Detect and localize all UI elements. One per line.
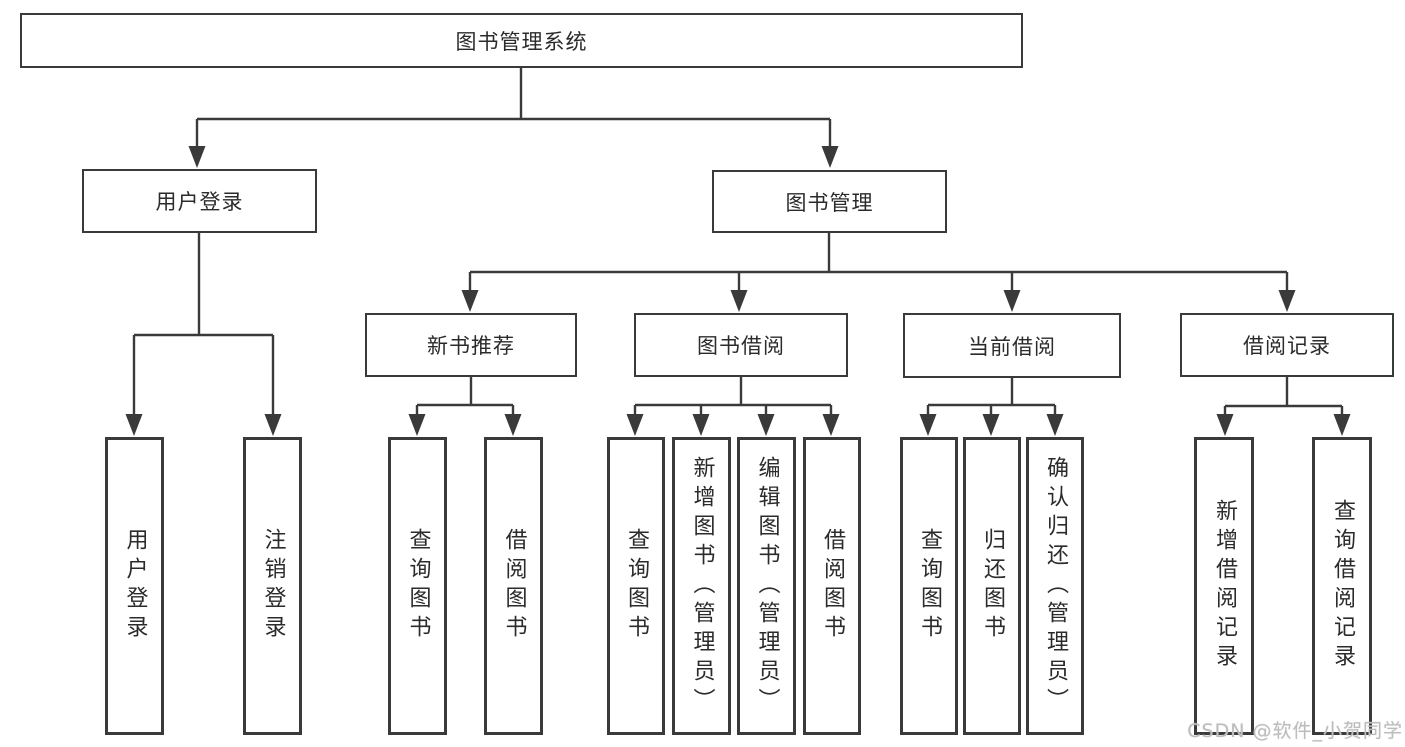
leaf-query-books-borrowing: 查询图书 — [607, 437, 665, 735]
csdn-watermark: CSDN @软件_小贺同学 — [1187, 720, 1403, 742]
leaf-confirm-return-admin-label: 确认归还（管理员） — [1043, 455, 1068, 717]
node-book-borrowing-label: 图书借阅 — [697, 334, 785, 358]
node-book-borrowing: 图书借阅 — [634, 313, 848, 377]
node-current-borrowing-label: 当前借阅 — [968, 334, 1056, 359]
leaf-borrow-books-borrowing: 借阅图书 — [803, 437, 861, 735]
leaf-user-login-label: 用户登录 — [122, 528, 148, 644]
tree-edges — [132, 68, 1344, 418]
node-root-label: 图书管理系统 — [455, 29, 588, 54]
leaf-borrow-books-recommend: 借阅图书 — [484, 437, 543, 735]
leaf-add-borrow-record: 新增借阅记录 — [1194, 437, 1254, 735]
leaf-borrow-books-recommend-label: 借阅图书 — [501, 528, 527, 644]
leaf-query-books-current: 查询图书 — [900, 437, 958, 735]
node-user-login: 用户登录 — [82, 169, 317, 233]
leaf-borrow-books-borrowing-label: 借阅图书 — [820, 528, 845, 644]
leaf-confirm-return-admin: 确认归还（管理员） — [1026, 437, 1084, 735]
leaf-user-login: 用户登录 — [105, 437, 164, 735]
node-new-book-recommend: 新书推荐 — [365, 313, 577, 377]
node-borrow-records: 借阅记录 — [1180, 313, 1394, 377]
leaf-query-borrow-record: 查询借阅记录 — [1312, 437, 1372, 735]
leaf-query-books-current-label: 查询图书 — [917, 528, 942, 644]
leaf-query-books-recommend-label: 查询图书 — [405, 528, 431, 644]
leaf-query-books-borrowing-label: 查询图书 — [624, 528, 649, 644]
leaf-logout-label: 注销登录 — [260, 528, 286, 644]
node-book-management: 图书管理 — [712, 170, 947, 233]
leaf-return-books-label: 归还图书 — [980, 528, 1005, 644]
leaf-edit-book-admin-label: 编辑图书（管理员） — [754, 455, 780, 717]
leaf-query-books-recommend: 查询图书 — [388, 437, 447, 735]
node-root: 图书管理系统 — [20, 13, 1023, 68]
node-new-book-recommend-label: 新书推荐 — [427, 334, 515, 358]
leaf-add-borrow-record-label: 新增借阅记录 — [1212, 499, 1237, 673]
leaf-add-book-admin: 新增图书（管理员） — [672, 437, 731, 735]
leaf-query-borrow-record-label: 查询借阅记录 — [1330, 499, 1355, 673]
node-book-management-label: 图书管理 — [785, 190, 874, 215]
arrow-heads — [125, 146, 1351, 436]
leaf-edit-book-admin: 编辑图书（管理员） — [737, 437, 796, 735]
node-current-borrowing: 当前借阅 — [903, 313, 1121, 378]
leaf-add-book-admin-label: 新增图书（管理员） — [689, 455, 715, 717]
leaf-return-books: 归还图书 — [963, 437, 1021, 735]
node-user-login-label: 用户登录 — [155, 190, 244, 214]
leaf-logout: 注销登录 — [243, 437, 302, 735]
node-borrow-records-label: 借阅记录 — [1243, 334, 1331, 358]
